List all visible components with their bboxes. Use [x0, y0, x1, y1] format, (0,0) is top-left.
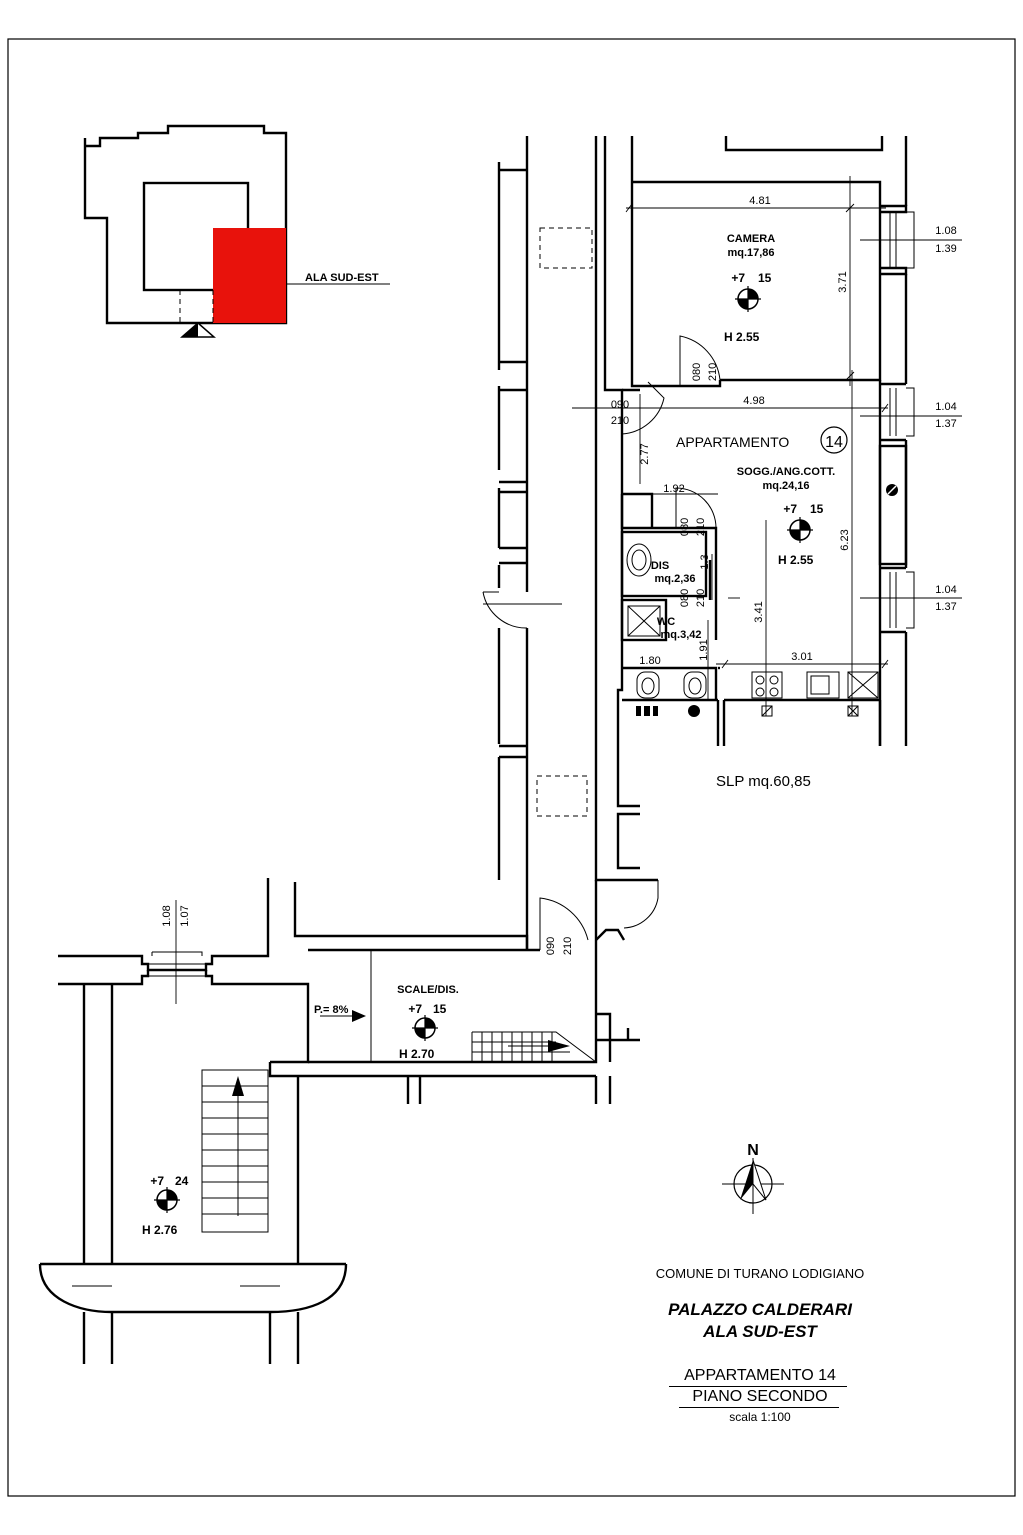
- window-2-top: 1.04: [935, 401, 956, 413]
- unit-title: APPARTAMENTO 14: [684, 1367, 836, 1384]
- dim-kitchen-depth: 3.41: [753, 601, 765, 622]
- dimension-lines: [572, 176, 962, 716]
- stair-height: H 2.70: [399, 1047, 435, 1061]
- dim-bath-depth: 1.91: [698, 639, 710, 660]
- door-wc-h: 210: [695, 589, 707, 607]
- floor-title: PIANO SECONDO: [692, 1388, 828, 1405]
- window-2-bottom: 1.37: [935, 418, 956, 430]
- apartment-number: 14: [825, 434, 843, 451]
- window-3-top: 1.04: [935, 584, 956, 596]
- wing-highlight: [213, 228, 286, 323]
- camera-level-sub: 15: [758, 271, 772, 285]
- door-camera-h: 210: [707, 363, 719, 381]
- vent-icon: [761, 705, 773, 717]
- wing-label: ALA SUD-EST: [305, 272, 379, 284]
- window-1-top: 1.08: [935, 225, 956, 237]
- camera-name: CAMERA: [727, 233, 775, 245]
- door-stair-w: 090: [545, 937, 557, 955]
- stair-area: [38, 878, 659, 1364]
- stair-window-b: 1.07: [179, 905, 191, 926]
- dim-camera-width: 4.81: [749, 195, 770, 207]
- unit-underline: [669, 1386, 847, 1387]
- stair-level: +7: [408, 1002, 422, 1016]
- palazzo-title: PALAZZO CALDERARI: [668, 1300, 852, 1319]
- lower-level-sub: 24: [175, 1174, 189, 1188]
- comune-title: COMUNE DI TURANO LODIGIANO: [655, 1266, 865, 1281]
- ala-title: ALA SUD-EST: [703, 1322, 817, 1341]
- door-dis-h: 210: [695, 518, 707, 536]
- dim-camera-depth: 3.71: [837, 271, 849, 292]
- key-plan: ALA SUD-EST: [83, 124, 390, 338]
- window-3-bottom: 1.37: [935, 601, 956, 613]
- apartment-interior: [620, 335, 898, 717]
- dim-living-depth: 6.23: [839, 529, 851, 550]
- wc-area: mq.3,42: [661, 629, 702, 641]
- lower-height: H 2.76: [142, 1223, 178, 1237]
- stair-name: SCALE/DIS.: [397, 984, 459, 996]
- lower-level: +7: [150, 1174, 164, 1188]
- room-labels: CAMERA mq.17,86 +7 15 H 2.55 APPARTAMENT…: [142, 233, 848, 1237]
- living-level-sub: 15: [810, 502, 824, 516]
- dim-kitchen-len: 3.01: [791, 651, 812, 663]
- gas-meter-icon: [688, 705, 700, 717]
- boiler-icon: [636, 706, 658, 716]
- living-level: +7: [783, 502, 797, 516]
- slp-area: SLP mq.60,85: [716, 773, 811, 790]
- door-dis-w: 080: [679, 518, 691, 536]
- dim-living-width: 4.98: [743, 395, 764, 407]
- camera-height: H 2.55: [724, 330, 760, 344]
- door-entry-h: 210: [611, 415, 629, 427]
- camera-level: +7: [731, 271, 745, 285]
- window-1-bottom: 1.39: [935, 243, 956, 255]
- dimension-texts: 4.81 3.71 4.98 6.23 2.77 1.92 3.01 1.80 …: [161, 195, 957, 955]
- door-wc-w: 080: [679, 589, 691, 607]
- apartment-number-badge: [820, 426, 848, 454]
- level-marker-stair-icon: [412, 1015, 438, 1041]
- dis-name: DIS: [651, 560, 669, 572]
- dim-hall-depth: 2.77: [639, 443, 651, 464]
- apartment-label: APPARTAMENTO: [676, 434, 789, 450]
- scale-title: scala 1:100: [729, 1410, 791, 1424]
- north-arrow-icon: N: [722, 1142, 784, 1214]
- dim-bath-width: 1.80: [639, 655, 660, 667]
- living-area: mq.24,16: [762, 480, 809, 492]
- north-label: N: [747, 1142, 759, 1159]
- stair-window-a: 1.08: [161, 905, 173, 926]
- living-height: H 2.55: [778, 553, 814, 567]
- door-stair-h: 210: [562, 937, 574, 955]
- level-marker-camera-icon: [735, 286, 761, 312]
- level-marker-lower-icon: [154, 1187, 180, 1213]
- vent-icon-2: [847, 705, 859, 717]
- floor-underline: [679, 1407, 839, 1408]
- dim-dis-depth: 1.3: [699, 554, 711, 569]
- title-block: COMUNE DI TURANO LODIGIANO PALAZZO CALDE…: [600, 1262, 920, 1432]
- door-camera-w: 080: [691, 363, 703, 381]
- dim-hall-width: 1.92: [663, 483, 684, 495]
- stair-level-sub: 15: [433, 1002, 447, 1016]
- camera-area: mq.17,86: [727, 247, 774, 259]
- ramp-slope: P.= 8%: [314, 1004, 349, 1016]
- door-entry-w: 090: [611, 399, 629, 411]
- wc-name: WC: [657, 616, 675, 628]
- living-name: SOGG./ANG.COTT.: [737, 466, 835, 478]
- level-marker-living-icon: [787, 517, 813, 543]
- dis-area: mq.2,36: [655, 573, 696, 585]
- drawing-frame: [7, 38, 1016, 1497]
